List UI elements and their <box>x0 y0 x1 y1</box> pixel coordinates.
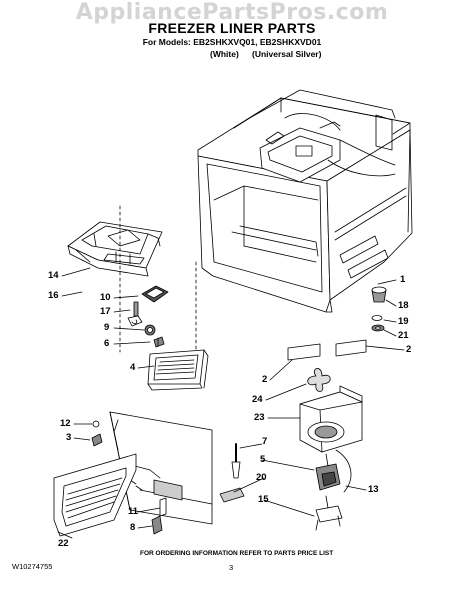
drawer-slide-tray <box>67 221 163 277</box>
callout-1: 1 <box>400 274 406 285</box>
document-number: W10274755 <box>12 562 53 571</box>
callout-8: 8 <box>130 522 136 533</box>
callout-13: 13 <box>368 484 379 495</box>
callout-2-left: 2 <box>262 374 268 385</box>
color-silver-label: (Universal Silver) <box>252 49 322 59</box>
watermark: AppliancePartsPros.com <box>75 0 389 25</box>
callout-23: 23 <box>254 412 265 423</box>
callout-22: 22 <box>58 538 69 549</box>
page-number: 3 <box>229 563 234 572</box>
callout-7: 7 <box>262 436 268 447</box>
callout-5: 5 <box>260 454 266 465</box>
callout-19: 19 <box>398 316 409 327</box>
color-white-label: (White) <box>210 49 239 59</box>
callout-3: 3 <box>66 432 72 443</box>
callout-9: 9 <box>104 322 110 333</box>
freezer-liner <box>197 89 413 313</box>
drawer-grille <box>147 349 209 391</box>
callout-2-right: 2 <box>406 344 412 355</box>
fan-assembly <box>287 339 367 531</box>
ordering-note: FOR ORDERING INFORMATION REFER TO PARTS … <box>140 550 334 557</box>
leader-lines <box>57 267 405 539</box>
callout-18: 18 <box>398 300 409 311</box>
callout-21: 21 <box>398 330 409 341</box>
damper-parts <box>127 285 169 348</box>
page-title: FREEZER LINER PARTS <box>148 20 316 36</box>
callout-15: 15 <box>258 494 269 505</box>
callout-10: 10 <box>100 292 111 303</box>
callout-6: 6 <box>104 338 110 349</box>
callout-4: 4 <box>130 362 136 373</box>
small-fittings <box>371 286 387 332</box>
callout-17: 17 <box>100 306 111 317</box>
callout-12: 12 <box>60 418 71 429</box>
callout-11: 11 <box>128 506 139 517</box>
lower-grille <box>53 453 137 537</box>
model-list: For Models: EB2SHKXVQ01, EB2SHKXVD01 <box>142 37 322 47</box>
callout-24: 24 <box>252 394 263 405</box>
callout-20: 20 <box>256 472 267 483</box>
callout-16: 16 <box>48 290 59 301</box>
callout-14: 14 <box>48 270 59 281</box>
